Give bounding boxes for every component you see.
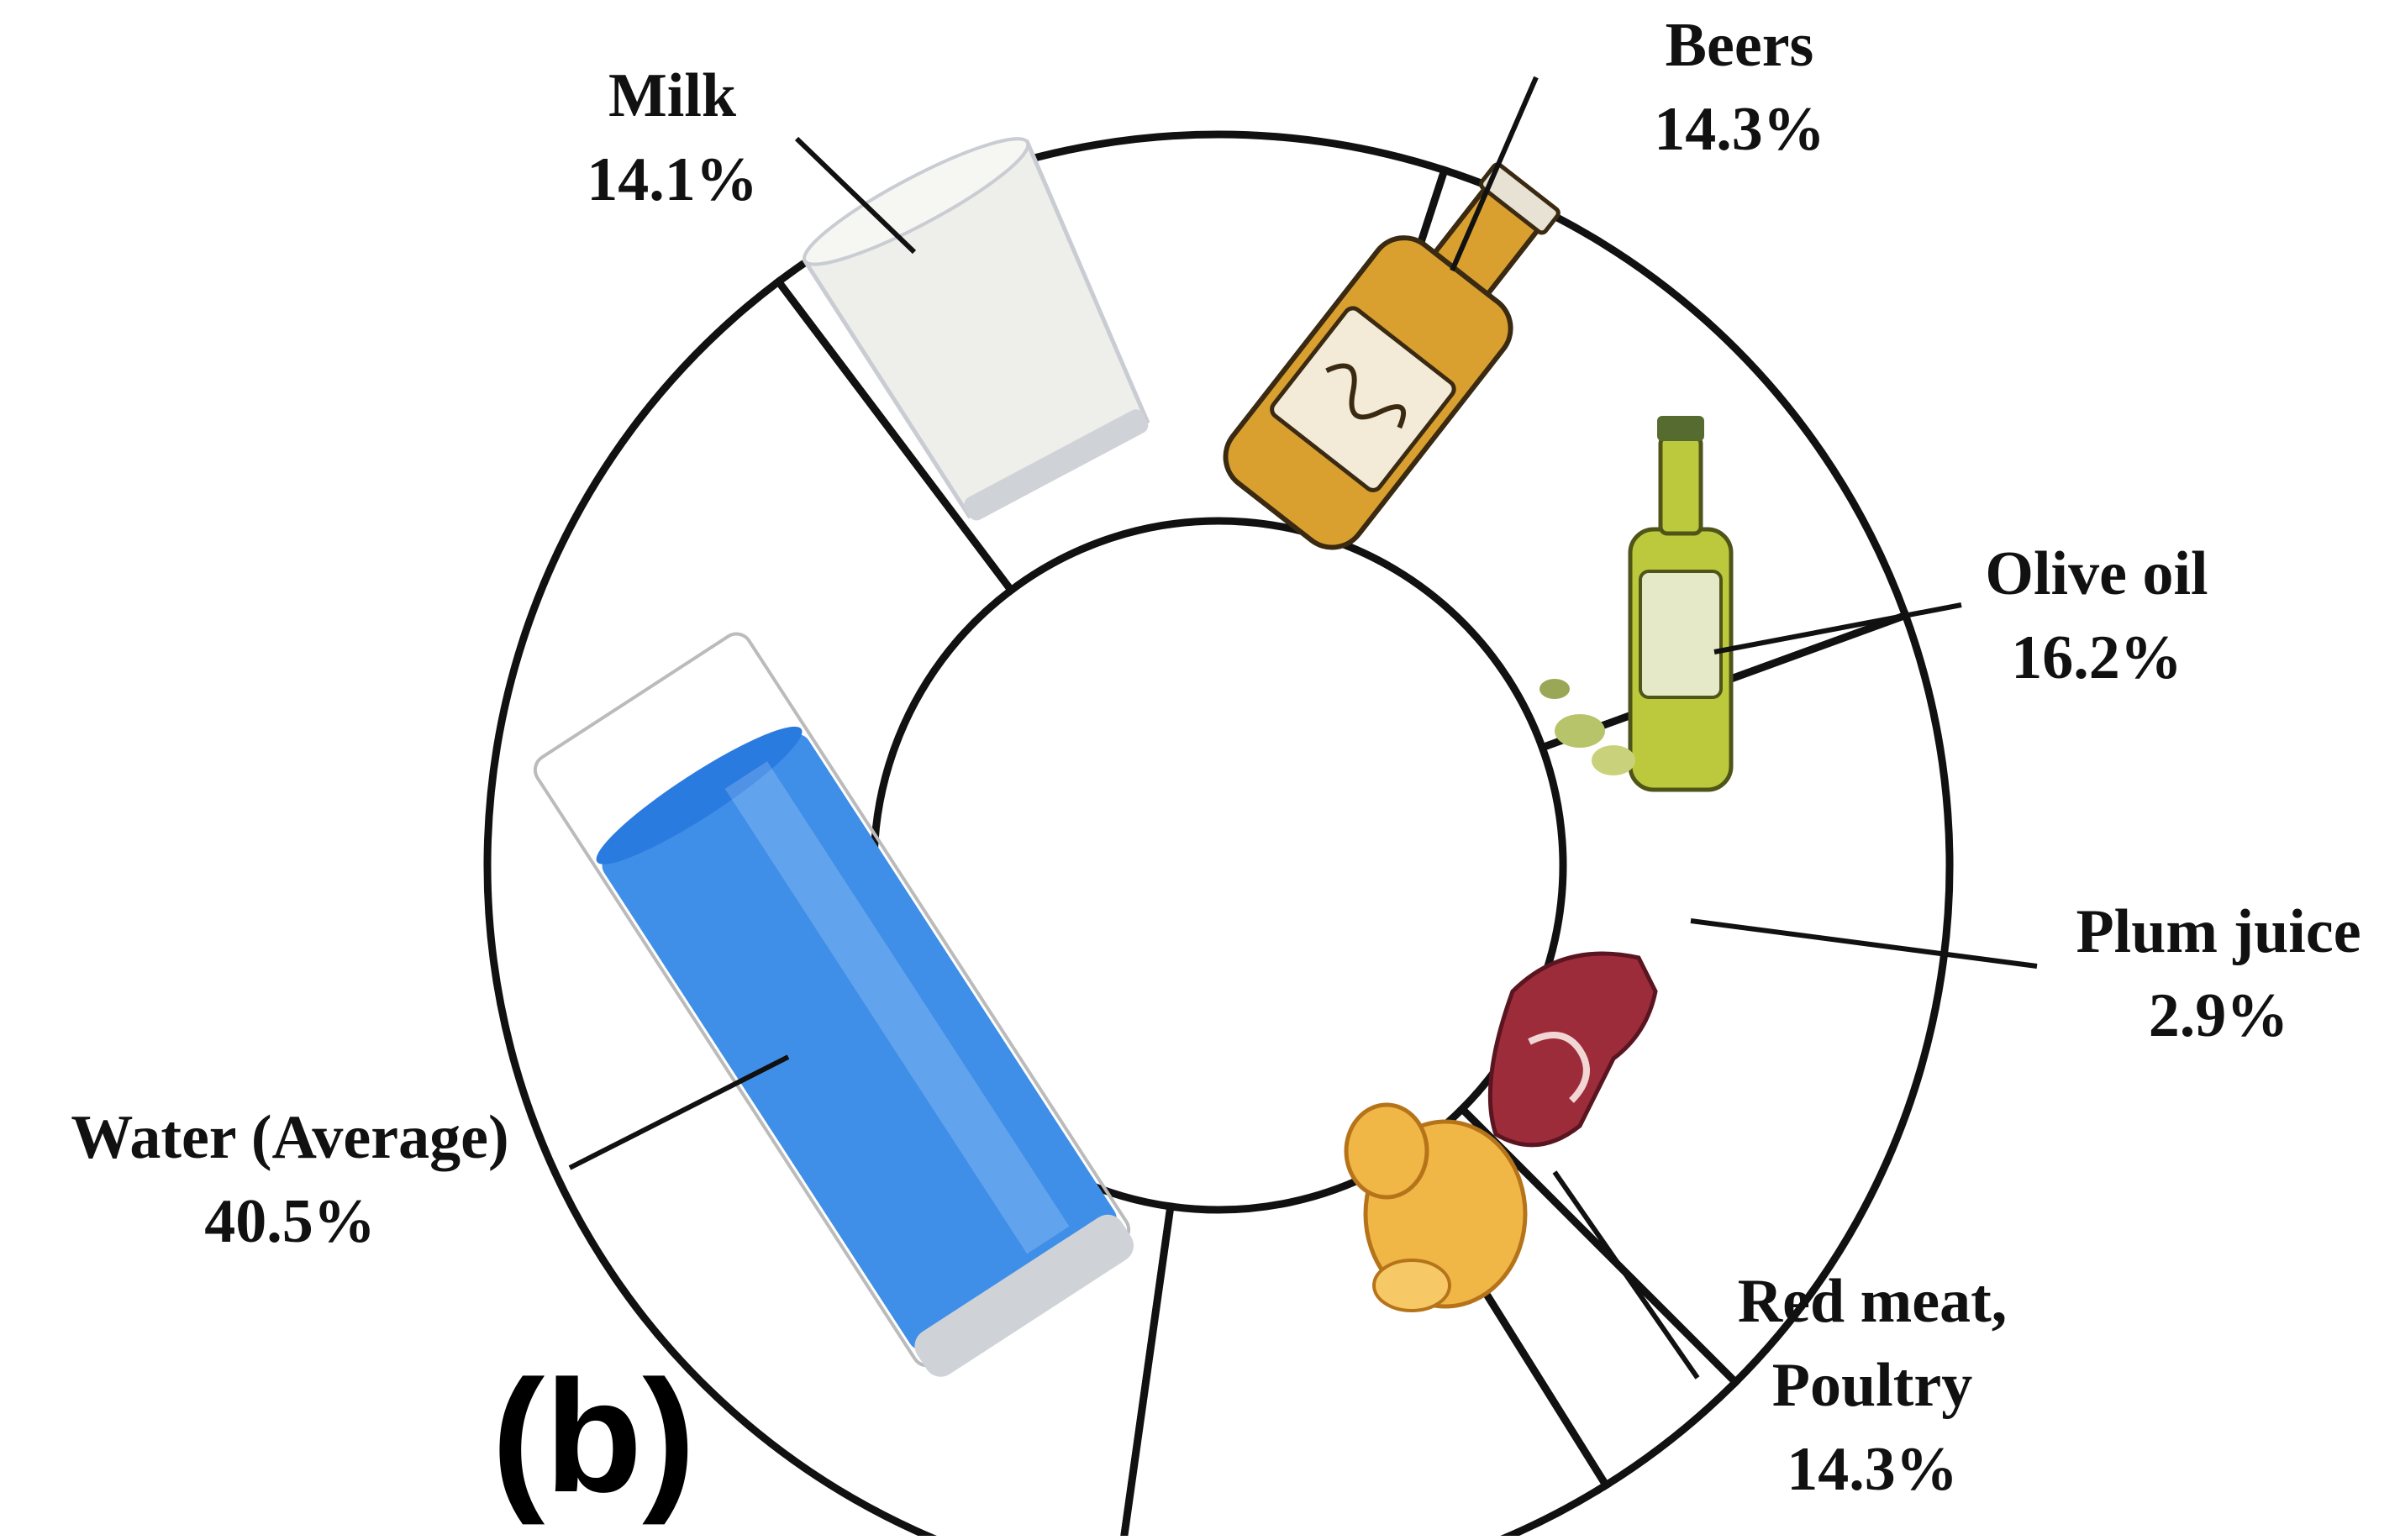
- data-label-text: Poultry: [1772, 1351, 1972, 1420]
- slice-olive-oil: [1456, 610, 1954, 1388]
- label-red-meat-poultry: Red meat, Poultry 14.3%: [1738, 1267, 2008, 1504]
- label-beers: Beers 14.3%: [1654, 11, 1825, 164]
- data-label-text: Water (Average): [71, 1103, 508, 1172]
- data-label-value: 40.5%: [204, 1187, 376, 1256]
- data-label-value: 14.1%: [587, 145, 758, 214]
- panel-label: (b): [492, 1348, 696, 1526]
- data-label-text: Beers: [1666, 11, 1814, 80]
- icons-layer: [533, 137, 1734, 1377]
- data-label-value: 14.3%: [1787, 1435, 1958, 1504]
- leader-line-beers: [1450, 76, 1539, 272]
- olive-oil-bottle-icon: [1539, 416, 1734, 792]
- slices-layer: [483, 130, 1954, 1540]
- water-glass-icon: [533, 632, 1134, 1377]
- data-label-value: 2.9%: [2149, 981, 2289, 1050]
- meat-poultry-icon: [1344, 951, 1658, 1312]
- slice-red-meat-poultry: [1119, 1152, 1612, 1540]
- leader-line-olive-oil: [1713, 602, 1962, 654]
- data-label-text: Milk: [608, 61, 737, 130]
- label-olive-oil: Olive oil 16.2%: [1985, 539, 2208, 692]
- leader-line-plum-juice: [1690, 918, 2038, 969]
- leader-line-milk: [794, 136, 917, 255]
- label-water-average: Water (Average) 40.5%: [71, 1103, 508, 1256]
- label-plum-juice: Plum juice 2.9%: [2076, 897, 2361, 1050]
- data-label-value: 16.2%: [2011, 623, 2182, 692]
- milk-glass-icon: [802, 137, 1150, 521]
- leaders-layer: [568, 76, 2038, 1380]
- leader-line-water-average: [568, 1054, 790, 1170]
- leader-line-red-meat-poultry: [1552, 1170, 1700, 1380]
- labels-layer: Water (Average) 40.5% Milk 14.1% Beers 14.3% O…: [71, 11, 2361, 1504]
- label-milk: Milk 14.1%: [587, 61, 758, 214]
- data-label-text: Plum juice: [2076, 897, 2361, 966]
- beer-bottle-icon: [1223, 162, 1561, 550]
- data-label-value: 14.3%: [1654, 95, 1825, 164]
- data-label-text: Red meat,: [1738, 1267, 2008, 1336]
- data-label-text: Olive oil: [1985, 539, 2208, 608]
